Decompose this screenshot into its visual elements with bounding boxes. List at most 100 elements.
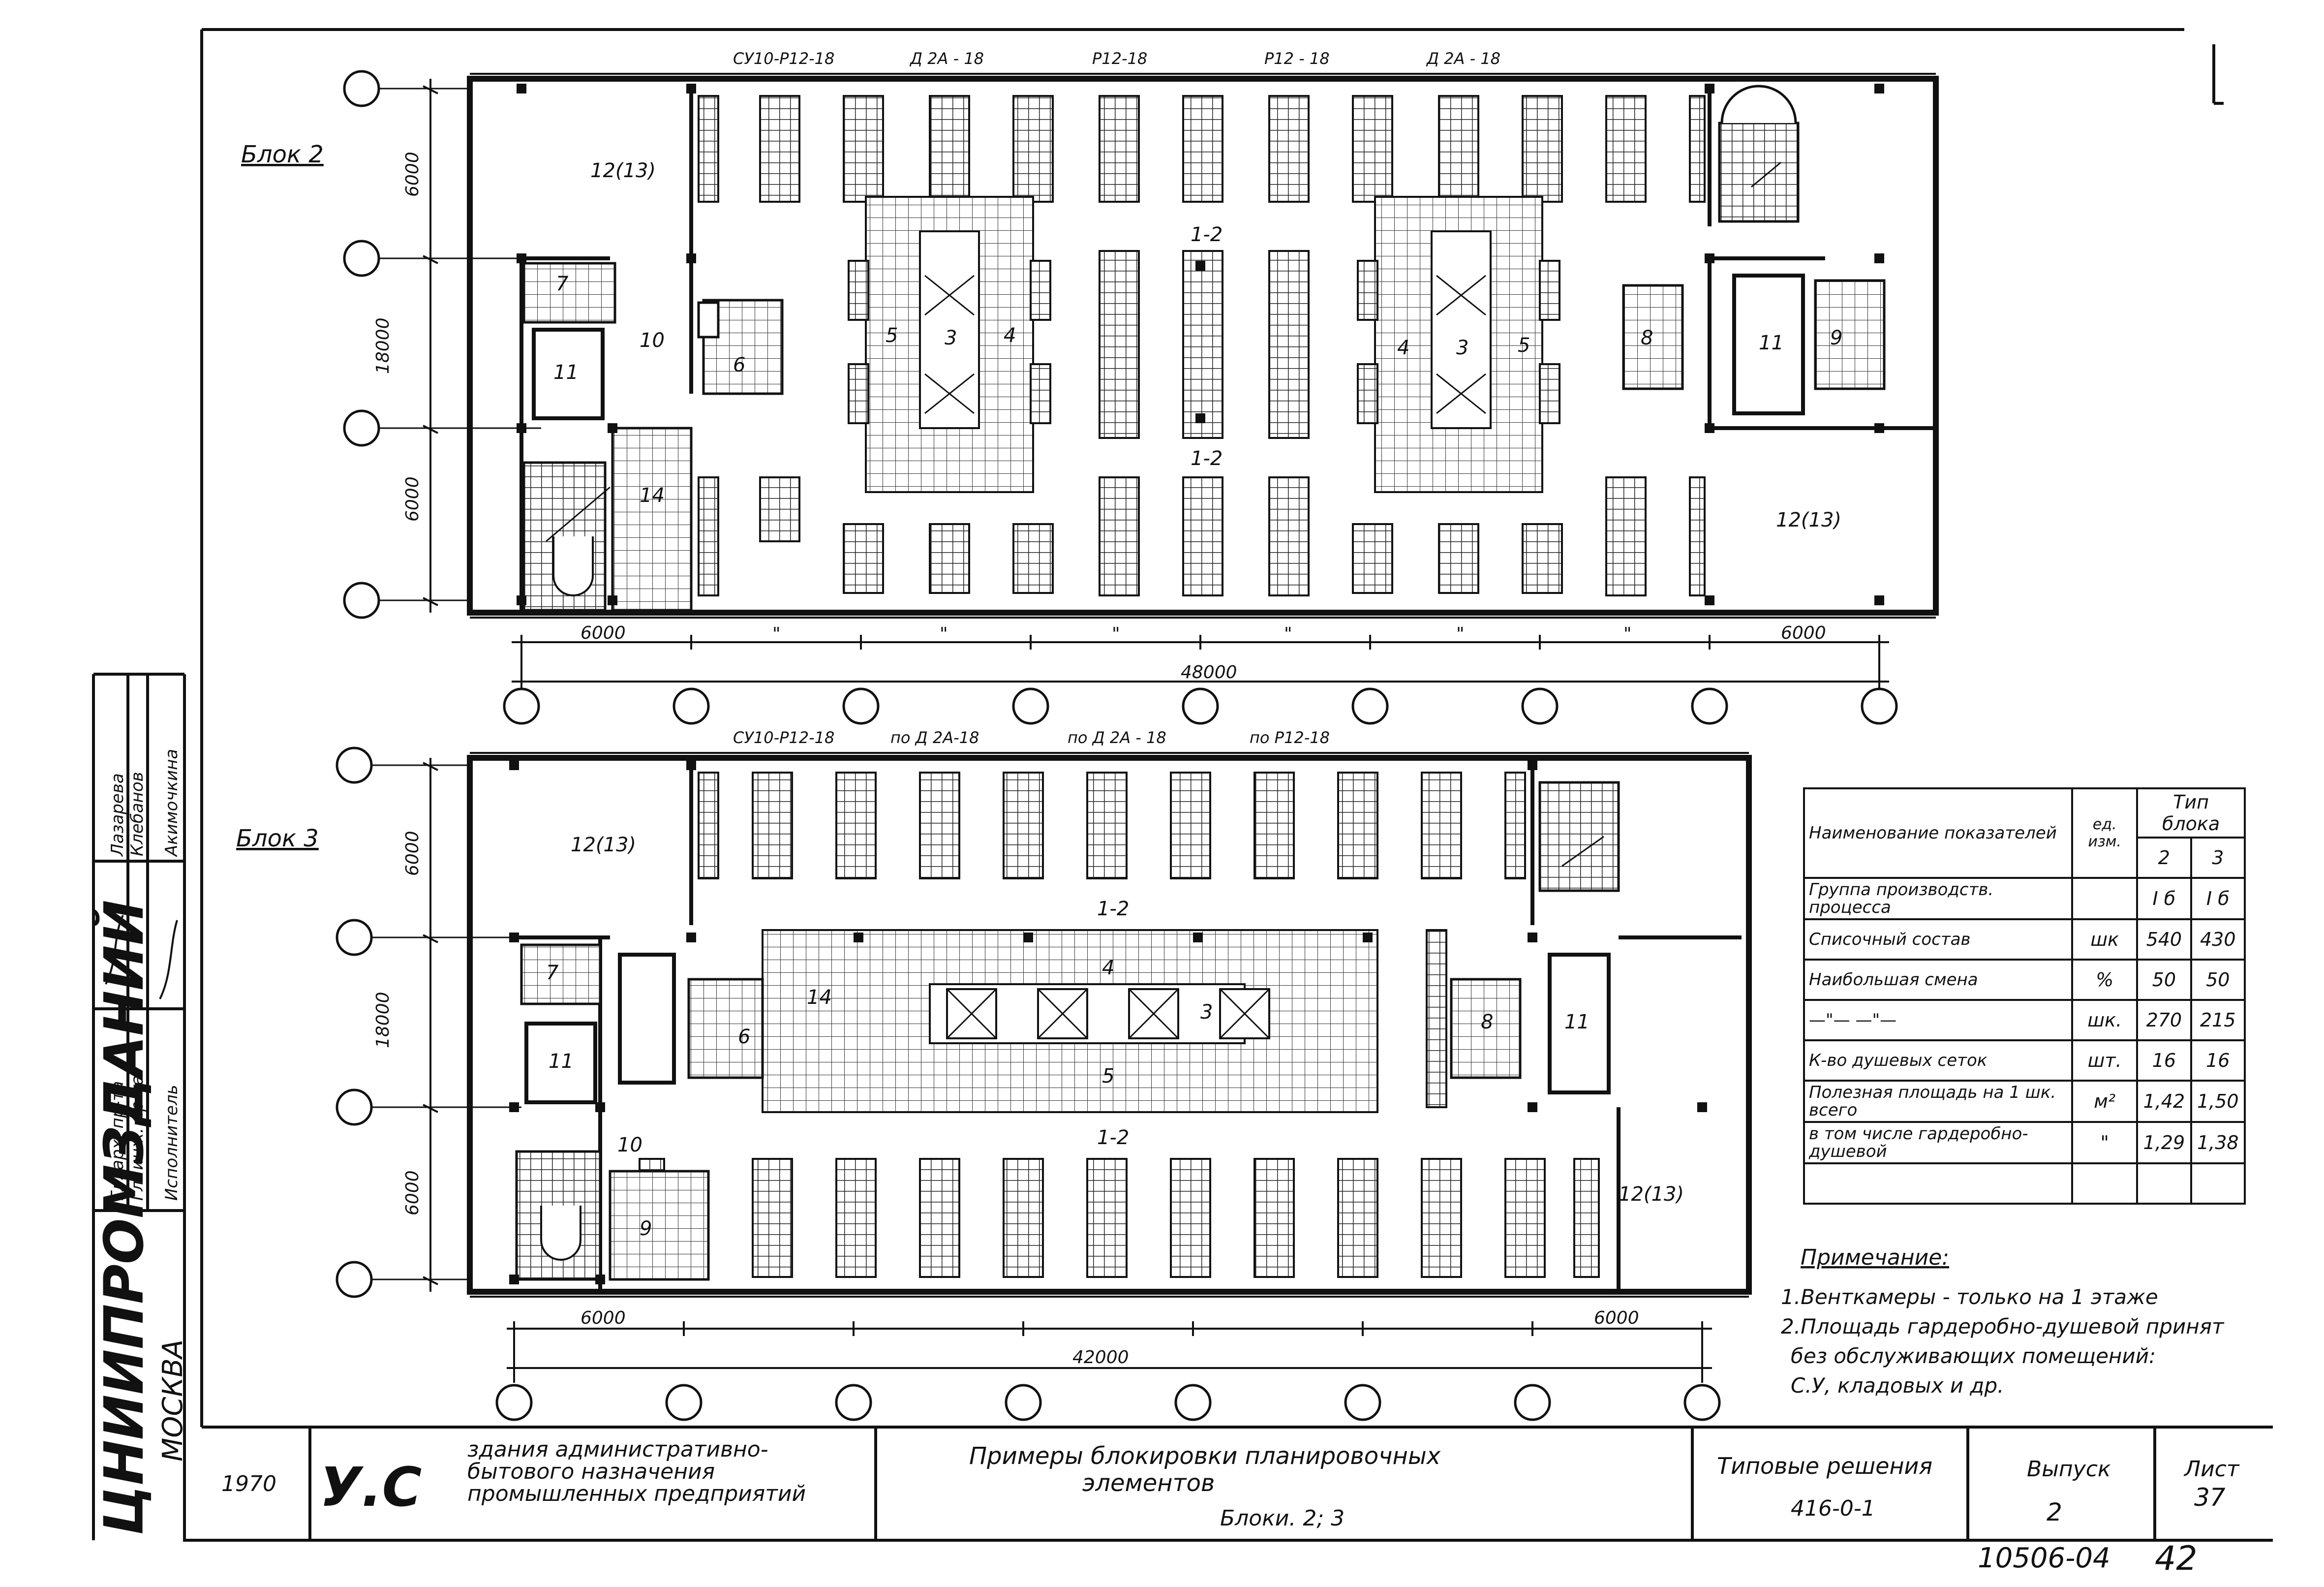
room-label: 8: [1641, 327, 1653, 349]
block-2-row-axes: [343, 70, 541, 619]
room-label: 8: [1481, 1011, 1493, 1033]
block-3-horizontal-dims: [507, 1321, 1712, 1383]
section-label: 1-2: [1191, 447, 1223, 470]
svg-text:Гл. инж. пр-та: Гл. инж. пр-та: [127, 1075, 147, 1201]
block-2-outline: [467, 76, 1939, 616]
svg-text:МОСКВА: МОСКВА: [157, 1339, 189, 1462]
svg-text:": ": [1112, 624, 1120, 644]
room-label: 10: [640, 329, 665, 352]
block-2-plan: Блок 2 6000 18000 6000 6000: [241, 49, 1939, 725]
svg-text:Лазарева: Лазарева: [108, 773, 127, 857]
room-label: 11: [1564, 1011, 1590, 1033]
svg-text:": ": [1284, 624, 1292, 644]
block-3-outline: [467, 755, 1752, 1295]
table-header-unit: ед. изм.: [2071, 787, 2139, 879]
block-3-column-axes: [495, 1384, 1721, 1421]
room-label: 5: [886, 324, 898, 347]
svg-text:ЦНИИПРОМЗДАНИЙ: ЦНИИПРОМЗДАНИЙ: [92, 900, 155, 1535]
svg-text:": ": [772, 624, 781, 644]
table-header-type: Тип блока: [2136, 787, 2246, 839]
svg-text:Д 2А - 18: Д 2А - 18: [1426, 49, 1500, 68]
svg-text:здания административно-: здания административно-: [467, 1437, 768, 1462]
block-3-vertical-dims: [423, 758, 438, 1292]
sheet-frame: [200, 28, 2273, 1429]
svg-text:2.Площадь гардеробно-душевой п: 2.Площадь гардеробно-душевой принят: [1781, 1314, 2225, 1338]
block-2-horizontal-dims: [512, 635, 1889, 689]
room-label: 4: [1102, 957, 1114, 979]
title-block: [92, 673, 2273, 1542]
block-3-label: Блок 3: [236, 825, 319, 852]
svg-text:6000: 6000: [1594, 1308, 1639, 1328]
svg-text:Примечание:: Примечание:: [1801, 1245, 1949, 1270]
room-label: 12(13): [1776, 509, 1841, 531]
section-label: 1-2: [1191, 223, 1223, 246]
svg-text:Гл. арх. пр-та: Гл. арх. пр-та: [108, 1081, 127, 1201]
block-2-locker-rows: [698, 95, 1706, 596]
svg-text:18000: 18000: [373, 317, 393, 374]
svg-text:42000: 42000: [1072, 1347, 1129, 1368]
svg-text:промышленных предприятий: промышленных предприятий: [467, 1481, 806, 1506]
svg-text:бытового назначения: бытового назначения: [467, 1459, 715, 1484]
svg-text:Лист: Лист: [2183, 1457, 2240, 1482]
svg-text:Исполнитель: Исполнитель: [162, 1085, 182, 1201]
svg-text:Примеры блокировки планировочн: Примеры блокировки планировочных: [969, 1442, 1441, 1470]
block-3-left-service: [515, 943, 764, 1281]
svg-text:6000: 6000: [1781, 623, 1826, 643]
room-label: 6: [733, 354, 745, 376]
section-label: 1-2: [1097, 1126, 1129, 1149]
block-3-plan: Блок 3 6000 18000 6000 6000 42000 6000: [236, 728, 1752, 1421]
svg-text:Р12-18: Р12-18: [1092, 49, 1147, 68]
room-label: 6: [738, 1026, 750, 1048]
svg-text:Типовые решения: Типовые решения: [1717, 1453, 1932, 1479]
svg-text:48000: 48000: [1181, 662, 1237, 683]
signature-strip: Гл. арх. пр-та Гл. инж. пр-та Исполнител…: [105, 749, 182, 1201]
table-header-block-2: 2: [2136, 837, 2192, 879]
room-label: 10: [617, 1134, 642, 1156]
indicators-table: Наименование показателей ед. изм. Тип бл…: [1803, 787, 2246, 1205]
block-3-right-service: [1450, 781, 1620, 1094]
logo: У.С: [320, 1456, 422, 1519]
notes: Примечание: 1.Венткамеры - только на 1 э…: [1781, 1245, 2225, 1398]
svg-text:С.У, кладовых и др.: С.У, кладовых и др.: [1791, 1373, 2004, 1398]
svg-text:6000: 6000: [402, 152, 423, 197]
room-label: 12(13): [571, 834, 636, 856]
block-2-columns: [517, 84, 1884, 605]
svg-text:37: 37: [2194, 1483, 2226, 1512]
svg-text:6000: 6000: [581, 623, 626, 643]
table-header-name: Наименование показателей: [1803, 787, 2074, 879]
room-label: 7: [546, 962, 559, 984]
block-3-locker-rows: [639, 772, 1600, 1278]
block-2-right-service: [1622, 85, 1886, 415]
svg-text:без обслуживающих помещений:: без обслуживающих помещений:: [1791, 1344, 2156, 1368]
room-label: 11: [1759, 332, 1784, 354]
block-2-left-service: [522, 262, 784, 612]
block-2-walls: [520, 84, 1936, 610]
svg-text:6000: 6000: [402, 831, 423, 876]
svg-text:Блоки. 2; 3: Блоки. 2; 3: [1220, 1506, 1345, 1531]
room-label: 12(13): [590, 159, 656, 182]
svg-text:": ": [1456, 624, 1465, 644]
svg-text:элементов: элементов: [1082, 1469, 1215, 1497]
room-label: 3: [1200, 1001, 1213, 1024]
svg-text:Акимочкина: Акимочкина: [162, 749, 182, 857]
room-label: 14: [807, 986, 832, 1009]
svg-text:6000: 6000: [402, 476, 423, 522]
svg-text:": ": [1623, 624, 1632, 644]
svg-text:6000: 6000: [402, 1170, 423, 1215]
room-label: 4: [1397, 337, 1409, 359]
svg-text:42: 42: [2155, 1539, 2198, 1578]
room-label: 7: [556, 273, 569, 295]
room-label: 9: [640, 1217, 652, 1240]
svg-text:2: 2: [2047, 1498, 2062, 1526]
svg-text:Выпуск: Выпуск: [2027, 1457, 2111, 1482]
block-3-row-axes: [336, 747, 521, 1298]
svg-text:по Д 2А-18: по Д 2А-18: [890, 728, 979, 747]
block-2-column-axes: [503, 687, 1898, 725]
